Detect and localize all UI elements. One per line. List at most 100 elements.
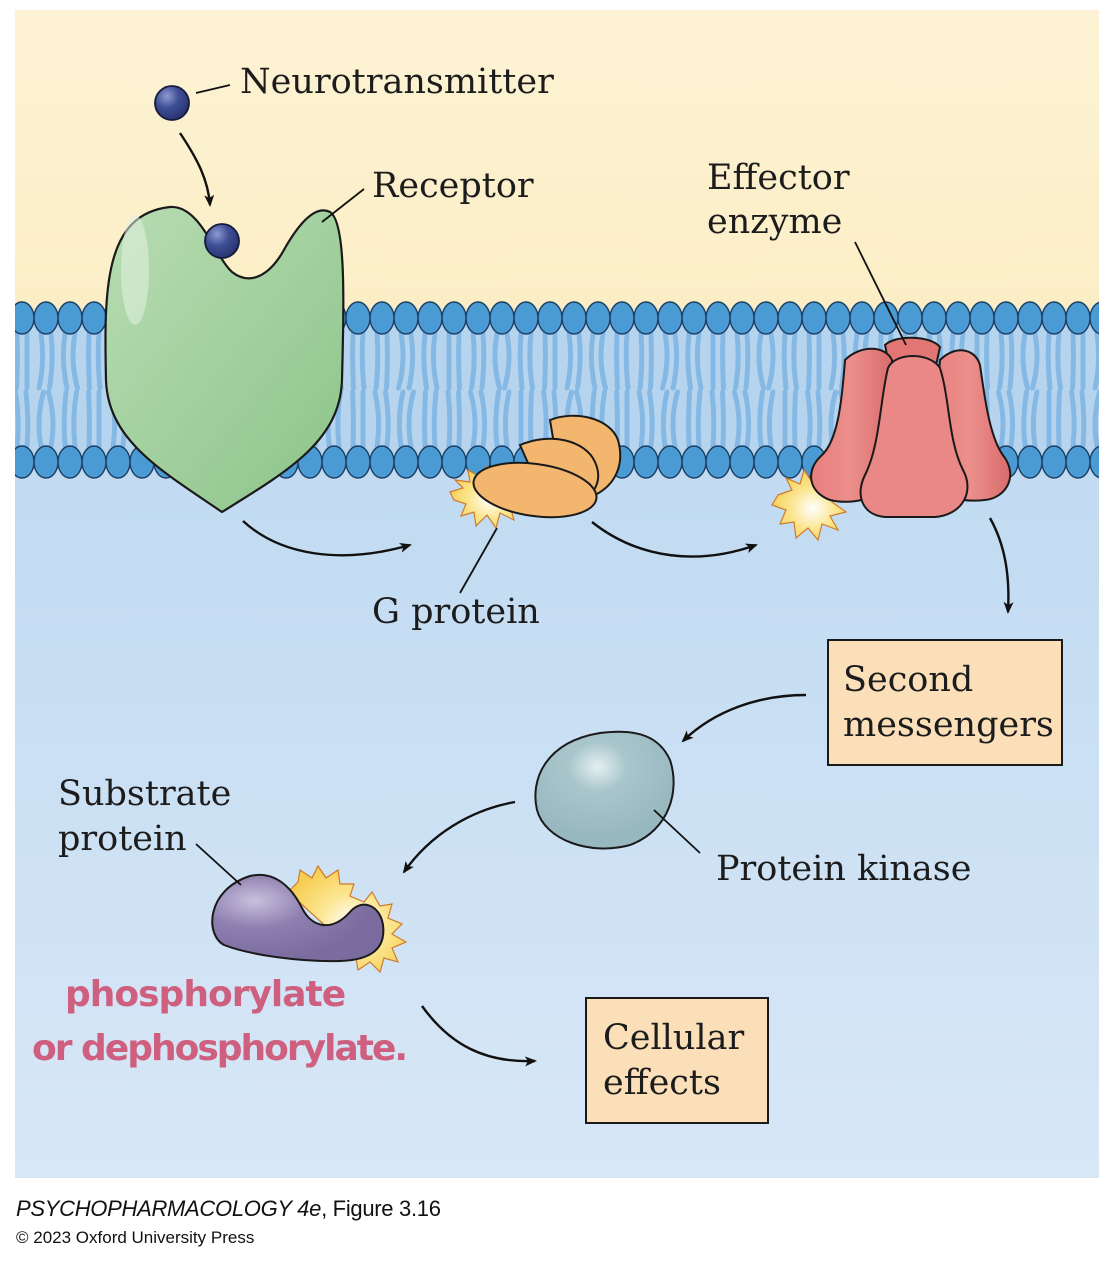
lipid-head: [81, 301, 107, 335]
lipid-head: [681, 301, 707, 335]
lipid-tail: [1020, 331, 1030, 391]
lipid-tail: [670, 389, 680, 449]
lipid-tail: [743, 331, 751, 391]
receptor: [104, 205, 345, 514]
lipid-head: [1089, 301, 1099, 335]
lipid-tail: [528, 389, 534, 449]
lipid-tail: [720, 331, 726, 391]
lipid-head: [345, 301, 371, 335]
lipid-tail: [1106, 334, 1109, 388]
lipid-tail: [502, 331, 512, 391]
lipid-head: [321, 445, 347, 479]
lipid-head: [681, 445, 707, 479]
lipid-tail: [733, 331, 741, 391]
lipid-tail: [86, 389, 92, 449]
lipid-tail: [1105, 392, 1110, 446]
lipid-head: [441, 445, 467, 479]
lipid-tail: [383, 389, 391, 449]
lipid-tail: [1079, 389, 1087, 449]
lipid-tail: [637, 331, 645, 391]
lipid-tail: [686, 389, 692, 449]
lipid-tail: [70, 331, 80, 391]
lipid-tail: [828, 331, 838, 391]
lipid-tail: [806, 331, 812, 391]
lipid-head: [753, 301, 779, 335]
lipid-tail: [766, 389, 776, 449]
lipid-tail: [648, 331, 654, 391]
figure-copyright: © 2023 Oxford University Press: [16, 1228, 255, 1247]
lipid-tail: [36, 389, 46, 449]
arrow-substrate-to-cellular-effects: [421, 1005, 537, 1067]
lipid-head: [657, 445, 683, 479]
lipid-tail: [1092, 331, 1099, 391]
figure-caption-title: PSYCHOPHARMACOLOGY 4e, Figure 3.16: [16, 1196, 441, 1222]
lipid-tail: [469, 331, 477, 391]
lipid-tail: [478, 389, 488, 449]
g-protein-label: G protein: [372, 592, 540, 632]
arrow-effector-to-second-messengers: [988, 517, 1014, 614]
lipid-head: [1065, 445, 1091, 479]
g-protein: [449, 414, 622, 530]
figure-ref: , Figure 3.16: [321, 1196, 441, 1221]
second-messengers-label-line2: messengers: [843, 705, 1054, 745]
lipid-tail: [517, 331, 525, 391]
lipid-tail: [1030, 389, 1040, 449]
lipid-tail: [623, 331, 631, 391]
lipid-head: [33, 301, 59, 335]
lipid-head: [633, 301, 659, 335]
lipid-head: [345, 445, 371, 479]
lipid-tail: [1070, 331, 1076, 391]
lipid-tail: [47, 331, 55, 391]
lipid-head: [945, 301, 971, 335]
lipid-tail: [588, 331, 598, 391]
lipid-tail: [406, 389, 416, 449]
lipid-tail: [1021, 389, 1029, 449]
lipid-tail: [1030, 331, 1040, 391]
lipid-head: [753, 445, 779, 479]
lipid-tail: [984, 331, 990, 391]
lipid-head: [537, 301, 563, 335]
lipid-tail: [493, 389, 501, 449]
lipid-tail: [1045, 331, 1053, 391]
effector-enzyme-label-line1: Effector: [707, 158, 850, 198]
lipid-head: [969, 301, 995, 335]
lipid-head: [777, 445, 803, 479]
arrow-neurotransmitter-to-receptor: [179, 132, 215, 207]
lipid-head: [1041, 301, 1067, 335]
lipid-tail: [396, 331, 406, 391]
lipid-head: [417, 445, 443, 479]
lipid-head: [417, 301, 443, 335]
lipid-head: [1065, 301, 1091, 335]
second-messengers-box: [827, 639, 1063, 766]
lipid-tail: [406, 331, 416, 391]
lipid-head: [777, 301, 803, 335]
effector-enzyme: [771, 336, 1012, 542]
handwritten-note-line1: phosphorylate: [65, 974, 345, 1015]
lipid-tail: [350, 389, 356, 449]
lipid-tail: [479, 331, 487, 391]
lipid-tail: [575, 331, 583, 391]
lipid-head: [15, 301, 35, 335]
lipid-tail: [61, 389, 69, 449]
lipid-head: [369, 445, 395, 479]
lipid-head: [585, 301, 611, 335]
lipid-head: [1017, 301, 1043, 335]
protein-kinase: [534, 730, 675, 850]
lipid-tail: [1006, 389, 1016, 449]
lipid-tail: [742, 389, 752, 449]
lipid-head: [921, 301, 947, 335]
lipid-tail: [421, 331, 429, 391]
lipid-head: [633, 445, 659, 479]
cellular-effects-label-line2: effects: [603, 1063, 721, 1103]
lipid-head: [1089, 445, 1099, 479]
lipid-tail: [456, 331, 462, 391]
second-messengers-label-line1: Second: [843, 660, 973, 700]
lipid-head: [609, 301, 635, 335]
lipid-tail: [647, 389, 655, 449]
lipid-tail: [598, 331, 608, 391]
lipid-head: [897, 301, 923, 335]
lipid-head: [825, 301, 851, 335]
lipid-head: [1041, 445, 1067, 479]
lipid-tail: [781, 331, 789, 391]
lipid-tail: [614, 331, 620, 391]
